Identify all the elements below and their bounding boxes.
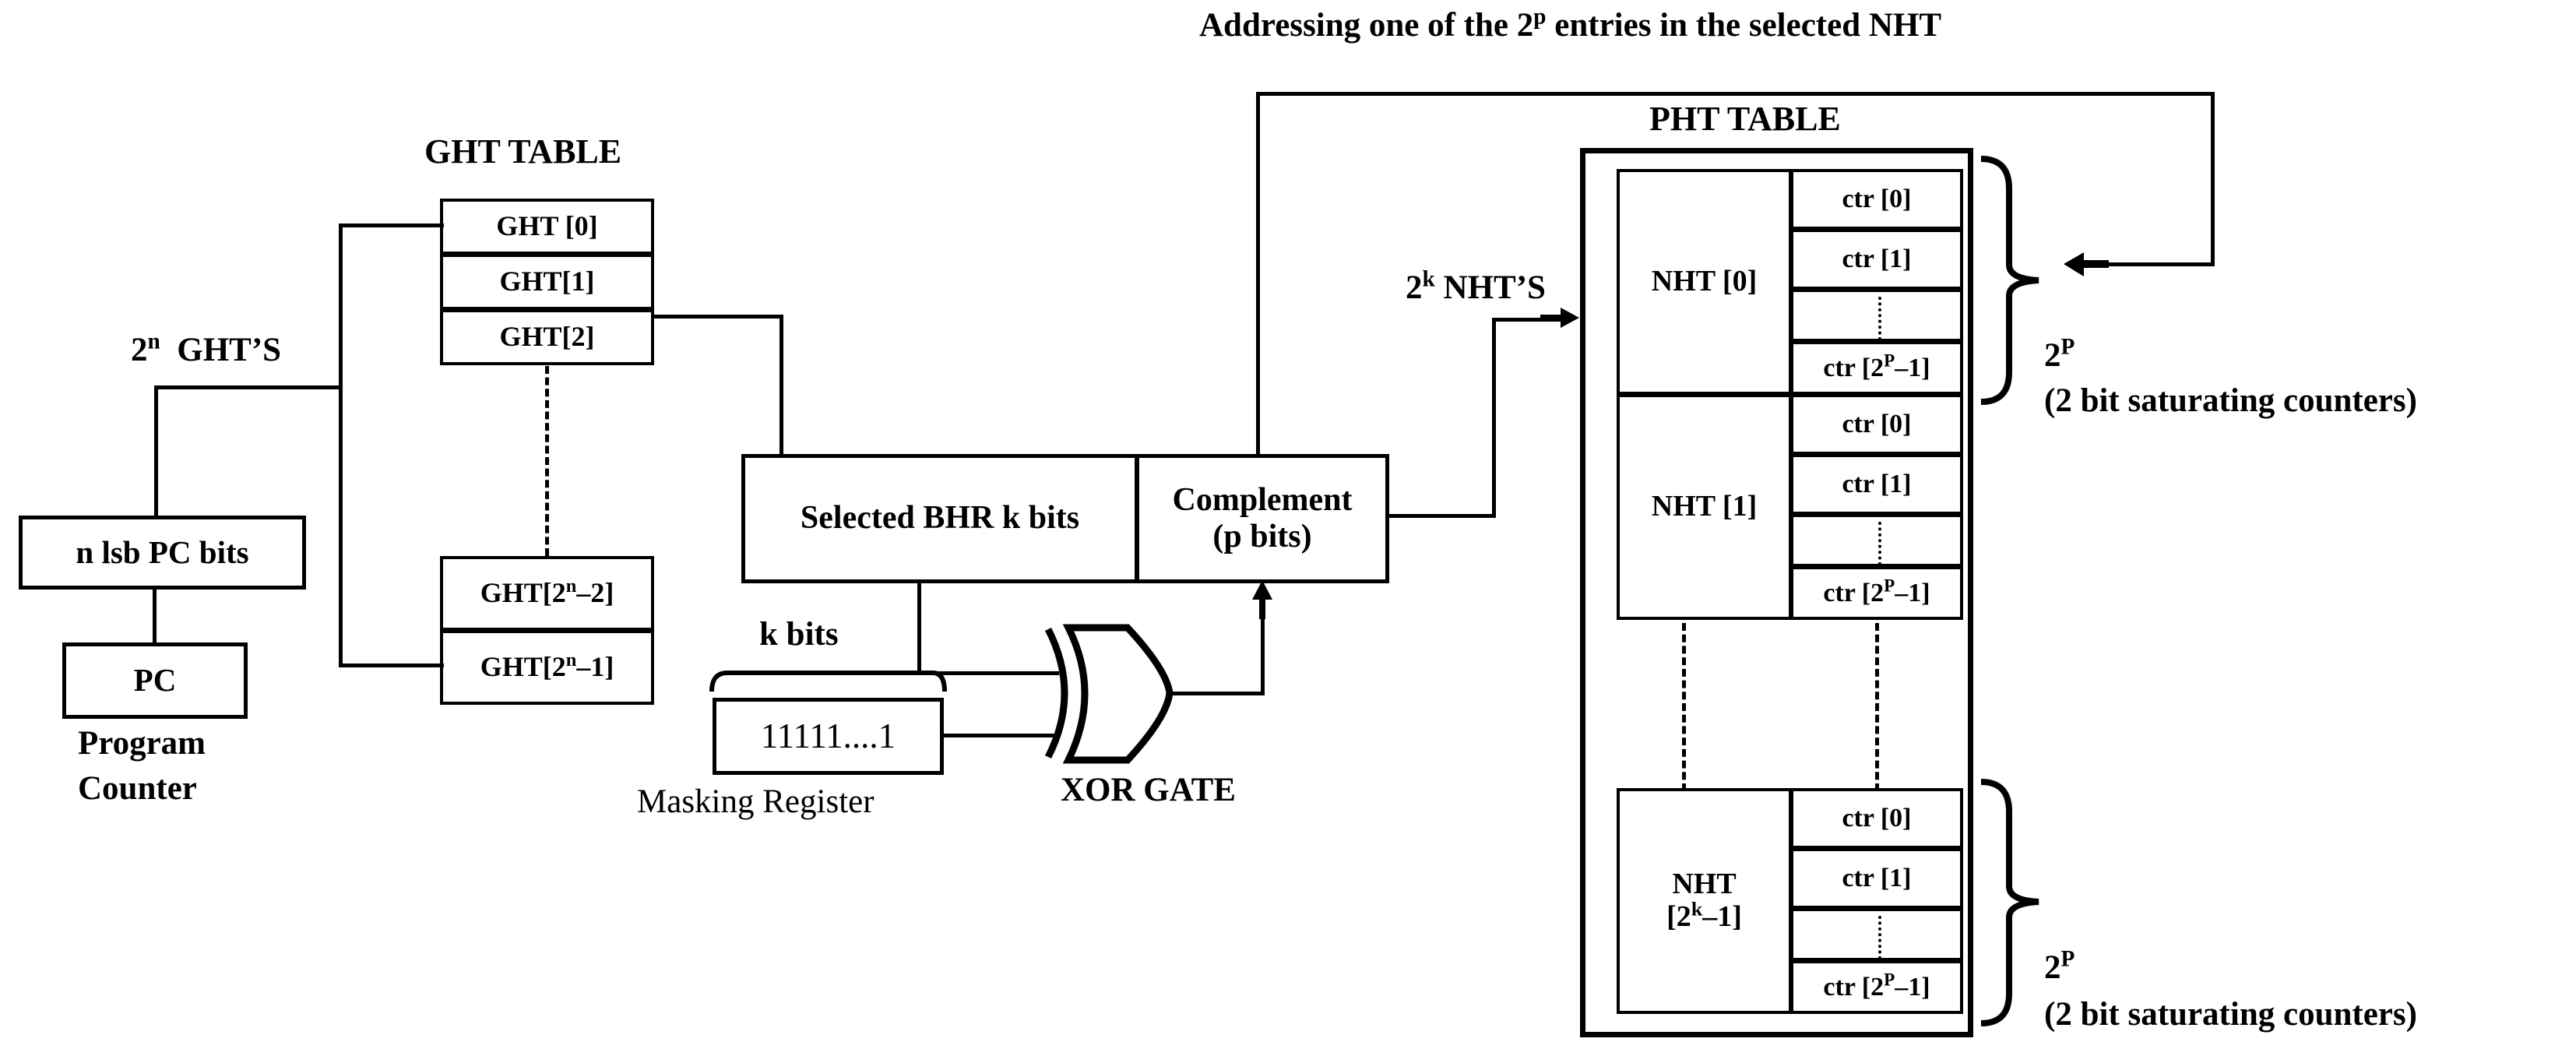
feedback-up-wire [1256, 92, 1260, 456]
nht-count-label: 2k NHT’S [1406, 266, 1546, 306]
ght-selector-spine [339, 224, 343, 667]
ght-count-label: 2n GHT’S [131, 329, 282, 368]
nht-group-1-ctr-last-label: ctr [2P–1] [1823, 576, 1930, 607]
ght-ellipsis-dashes [545, 366, 549, 556]
nht-group-last-ctr-1: ctr [1] [1790, 848, 1963, 909]
ght1-out-wire-h [653, 315, 783, 319]
bottom-counter-brace [1980, 779, 2039, 1026]
pc-box: PC [62, 642, 248, 719]
complement-label-line1: Complement [1172, 481, 1353, 518]
xor-out-h [1168, 692, 1265, 695]
bottom-brace-label-note: (2 bit saturating counters) [2044, 996, 2417, 1033]
nht-group-last-ctr-gap [1790, 908, 1963, 961]
nht-group-last-name-line2: [2k–1] [1666, 897, 1742, 933]
top-counter-brace [1980, 156, 2039, 405]
ght-row-n1-label: GHT[2n–1] [480, 649, 614, 683]
xor-gate-icon [1044, 624, 1174, 764]
pht-ellipsis-dashes-right [1875, 623, 1879, 791]
xor-gate-label: XOR GATE [1061, 772, 1236, 808]
bhr-to-xor-h [917, 671, 1059, 675]
ght-row-n1: GHT[2n–1] [440, 630, 654, 705]
nht-group-0-ctr-gap [1790, 289, 1963, 342]
ght-row-n2-label: GHT[2n–2] [480, 576, 614, 609]
bhr-bottom-drop [917, 582, 921, 675]
pht-ellipsis-dashes-left [1682, 623, 1686, 791]
ght-selector-drop [154, 385, 158, 518]
complement-box: Complement (p bits) [1135, 454, 1389, 583]
nht-group-1-ctr-0: ctr [0] [1790, 394, 1963, 455]
k-bits-label: k bits [759, 616, 839, 653]
masking-register-caption: Masking Register [637, 783, 875, 820]
feedback-down-wire [2211, 92, 2215, 265]
nht-group-last-name-line1: NHT [1672, 868, 1737, 901]
masking-register-box: 11111....1 [713, 698, 944, 775]
pht-table-title: PHT TABLE [1649, 100, 1841, 138]
ght-row-n2: GHT[2n–2] [440, 556, 654, 631]
nht-group-1-name: NHT [1] [1617, 394, 1792, 620]
pcbits-to-pc-wire [153, 588, 157, 644]
feedback-into-brace-wire [2081, 262, 2215, 266]
nht-group-0-ctr-last-label: ctr [2P–1] [1823, 350, 1930, 382]
xor-out-v [1261, 604, 1265, 695]
selected-bhr-box: Selected BHR k bits [741, 454, 1138, 583]
nht-group-1-ctr-gap [1790, 514, 1963, 567]
nht-group-0-ctr-0: ctr [0] [1790, 169, 1963, 230]
feedback-arrow-head [2064, 252, 2109, 276]
nht-group-last-ctr-last: ctr [2P–1] [1790, 960, 1963, 1014]
nht-group-last-ctr-0: ctr [0] [1790, 788, 1963, 849]
top-annotation-text: Addressing one of the 2p entries in the … [1199, 4, 1942, 44]
complement-out-h [1388, 514, 1496, 518]
ght-row-0: GHT [0] [440, 199, 654, 255]
complement-label-line2: (p bits) [1212, 519, 1312, 554]
ght-row-2: GHT[2] [440, 309, 654, 365]
ght1-out-wire-v [779, 315, 783, 514]
feedback-top-wire [1256, 92, 2215, 96]
mask-to-xor-wire [942, 734, 1059, 737]
ght-selector-bottom-branch [339, 664, 444, 667]
n-lsb-pc-bits-box: n lsb PC bits [19, 516, 306, 590]
nht-group-last-name: NHT [2k–1] [1617, 788, 1792, 1014]
pht-input-h [1492, 318, 1561, 322]
top-brace-label-note: (2 bit saturating counters) [2044, 382, 2417, 419]
nht-group-0-ctr-last: ctr [2P–1] [1790, 341, 1963, 395]
pc-caption-line2: Counter [78, 770, 197, 807]
ght-selector-top-branch [339, 224, 444, 227]
complement-out-riser [1492, 318, 1496, 517]
ght-row-1: GHT[1] [440, 254, 654, 310]
k-bits-brace [709, 671, 947, 692]
nht-group-0-ctr-1: ctr [1] [1790, 229, 1963, 290]
complement-input-arrow [1252, 580, 1272, 619]
nht-group-0-vertical-dots [1878, 297, 1881, 340]
nht-group-1-ctr-last: ctr [2P–1] [1790, 566, 1963, 620]
nht-group-0-name: NHT [0] [1617, 169, 1792, 395]
ght-selector-tap [154, 385, 341, 389]
ght-table-title: GHT TABLE [424, 132, 622, 171]
top-brace-label-exp: 2P [2044, 334, 2075, 374]
nht-group-last-ctr-last-label: ctr [2P–1] [1823, 970, 1930, 1001]
bottom-brace-label-exp: 2P [2044, 946, 2075, 986]
pht-input-arrow [1540, 308, 1579, 328]
nht-group-1-vertical-dots [1878, 522, 1881, 565]
nht-group-last-vertical-dots [1878, 916, 1881, 959]
top-annotation: Addressing one of the 2p entries in the … [1199, 4, 1942, 44]
pc-caption-line1: Program [78, 725, 206, 762]
nht-group-1-ctr-1: ctr [1] [1790, 454, 1963, 515]
